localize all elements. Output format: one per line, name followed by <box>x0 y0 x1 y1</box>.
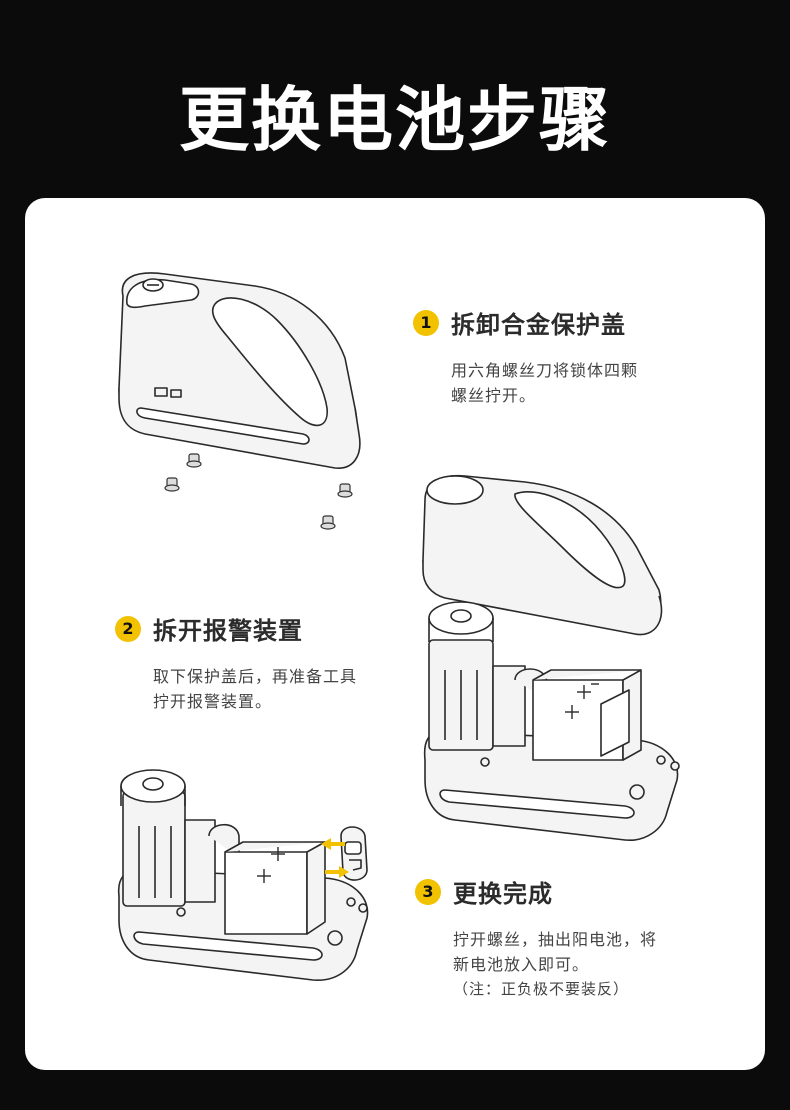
step-desc-line: 螺丝拧开。 <box>451 386 537 405</box>
step-desc-line: 拧开螺丝，抽出阳电池，将 <box>453 930 658 949</box>
step-number-badge: 2 <box>115 615 141 642</box>
step-desc-line: 用六角螺丝刀将锁体四颗 <box>451 361 639 380</box>
step-title: 拆卸合金保护盖 <box>451 311 626 339</box>
step-title: 拆开报警装置 <box>153 617 303 645</box>
step-title: 更换完成 <box>453 880 553 908</box>
step-1: 1 拆卸合金保护盖 用六角螺丝刀将锁体四颗 螺丝拧开。 <box>413 305 638 408</box>
screw-icon <box>164 453 353 530</box>
step-desc-line: 取下保护盖后，再准备工具 <box>153 667 358 686</box>
arrow-right-icon <box>325 866 349 878</box>
alarm-unit-illustration <box>422 474 680 841</box>
step-2: 2 拆开报警装置 取下保护盖后，再准备工具 拧开报警装置。 <box>115 611 357 714</box>
step-3: 3 更换完成 拧开螺丝，抽出阳电池，将 新电池放入即可。 （注：正负极不要装反） <box>415 874 657 1001</box>
lock-cover-illustration <box>118 272 361 530</box>
arrow-left-icon <box>321 838 345 850</box>
page-title: 更换电池步骤 <box>179 79 611 161</box>
step-desc-line: 新电池放入即可。 <box>453 955 590 974</box>
battery-replacement-illustration <box>117 769 369 981</box>
step-number-badge: 3 <box>415 878 441 905</box>
step-desc-line: 拧开报警装置。 <box>153 692 273 711</box>
content-card: 1 拆卸合金保护盖 用六角螺丝刀将锁体四颗 螺丝拧开。 <box>25 198 765 1070</box>
step-number-badge: 1 <box>413 309 439 336</box>
step-note: （注：正负极不要装反） <box>453 980 630 998</box>
